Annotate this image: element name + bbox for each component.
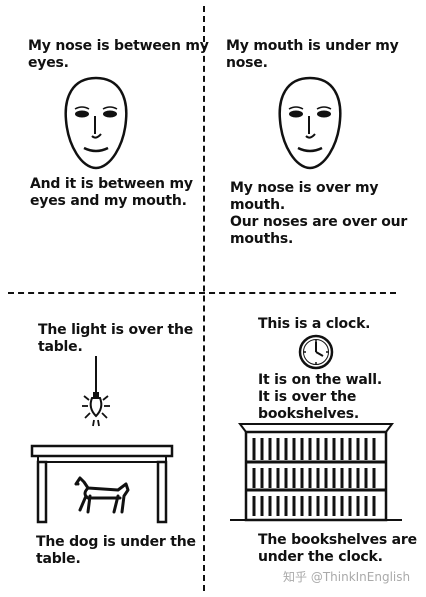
hanging-light-bulb-illustration bbox=[82, 356, 110, 427]
table-with-dog-illustration bbox=[30, 444, 174, 524]
bottom-right-caption-3: The bookshelves are under the clock. bbox=[258, 532, 417, 565]
top-right-caption-1: My mouth is under my nose. bbox=[226, 38, 399, 71]
bookshelves-illustration bbox=[230, 423, 402, 522]
face-illustration-left bbox=[64, 76, 128, 170]
bottom-left-caption-1: The light is over the table. bbox=[38, 322, 194, 355]
top-right-caption-2: My nose is over my mouth. Our noses are … bbox=[230, 180, 408, 247]
bottom-right-caption-2: It is on the wall. It is over the booksh… bbox=[258, 372, 382, 422]
wall-clock-icon bbox=[298, 334, 334, 370]
bottom-right-caption-1: This is a clock. bbox=[258, 316, 371, 332]
horizontal-dashed-divider bbox=[8, 292, 396, 294]
top-left-caption-2: And it is between my eyes and my mouth. bbox=[30, 176, 193, 209]
top-left-caption-1: My nose is between my eyes. bbox=[28, 38, 209, 71]
vertical-dashed-divider bbox=[203, 6, 205, 591]
face-illustration-right bbox=[278, 76, 342, 170]
watermark-text: 知乎 @ThinkInEnglish bbox=[283, 570, 411, 584]
bottom-left-caption-2: The dog is under the table. bbox=[36, 534, 196, 567]
